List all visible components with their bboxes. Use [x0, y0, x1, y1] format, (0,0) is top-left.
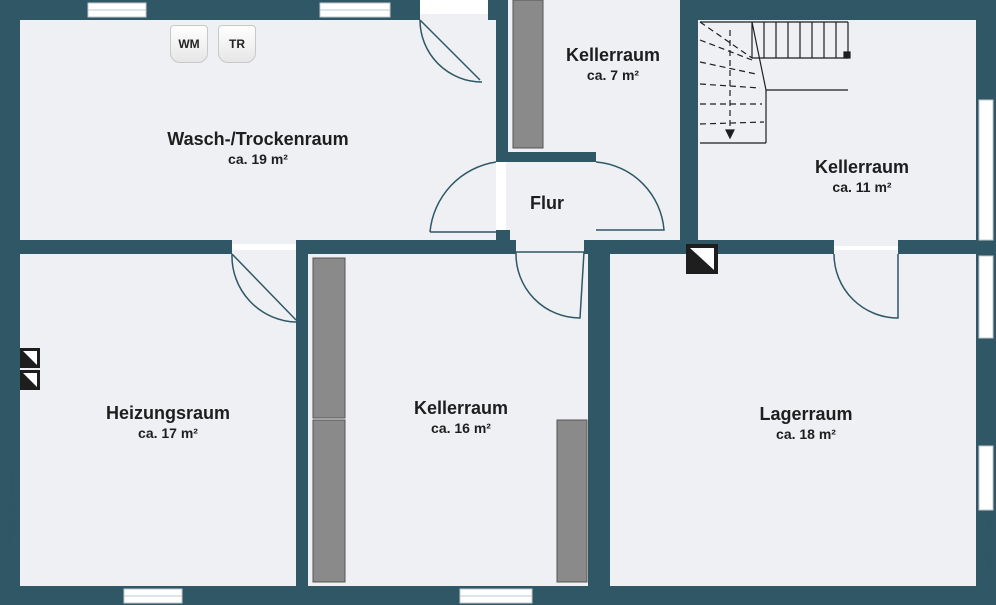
chimney-heizung-1-fill — [23, 351, 37, 365]
wall-row-divider-right-b — [898, 240, 996, 254]
outer-wall-top-right — [680, 0, 996, 20]
floor-kellerraum-11 — [692, 14, 982, 246]
window-right-1 — [978, 99, 994, 241]
outer-wall-left — [0, 0, 20, 605]
wall-flur-keller11 — [680, 0, 698, 250]
door-wasch-entry — [419, 19, 483, 83]
wall-flur-left-stub — [496, 230, 510, 254]
stair-handrail — [751, 21, 767, 91]
shelf-keller16-left-bottom — [312, 419, 346, 583]
door-keller16 — [515, 251, 585, 319]
door-flur-left — [429, 161, 497, 233]
stair-marker — [843, 51, 851, 59]
credit-mcgrundriss: McGrundriss — [985, 519, 995, 571]
window-right-3 — [978, 445, 994, 511]
wall-keller7-flur — [496, 152, 596, 162]
stair-dashed-fan — [699, 21, 765, 136]
door-lagerraum — [833, 253, 899, 319]
wall-row-divider-right-a — [694, 240, 834, 254]
floor-areas — [14, 0, 982, 592]
stairs — [699, 21, 851, 144]
window-right-2 — [978, 255, 994, 339]
wall-row-divider-left — [0, 240, 232, 254]
door-flur-right — [595, 161, 665, 231]
floor-flur — [506, 162, 682, 250]
washing-machine: WM — [170, 25, 208, 63]
chimney-heizung-2-fill — [23, 373, 37, 387]
floor-kellerraum-16 — [306, 250, 592, 592]
shelf-keller16-right — [556, 419, 588, 583]
door-heizungsraum — [231, 253, 297, 323]
chimney-flur-fill — [690, 248, 714, 270]
logo-sub: IMMOBILIEN — [10, 467, 16, 499]
shelves — [312, 0, 588, 583]
shelf-keller16-left-top — [312, 257, 346, 419]
logo-initials: VP — [1, 546, 18, 567]
wall-keller16-lager — [588, 240, 610, 592]
wall-wasch-keller7 — [496, 0, 508, 162]
windows — [87, 2, 994, 604]
shelf-keller7 — [512, 0, 544, 149]
doors — [231, 19, 899, 323]
wall-heizung-keller16 — [296, 240, 308, 592]
dryer: TR — [218, 25, 256, 63]
stair-arrow — [725, 129, 735, 140]
floor-lagerraum — [602, 250, 982, 592]
wall-row-divider-mid — [296, 240, 516, 254]
von-poll-logo: VP VON POLL IMMOBILIEN — [1, 468, 19, 567]
floor-heizungsraum — [14, 250, 300, 592]
wall-row-divider-flur — [584, 240, 694, 254]
logo-name: VON POLL — [5, 500, 16, 545]
chimneys — [20, 244, 718, 390]
